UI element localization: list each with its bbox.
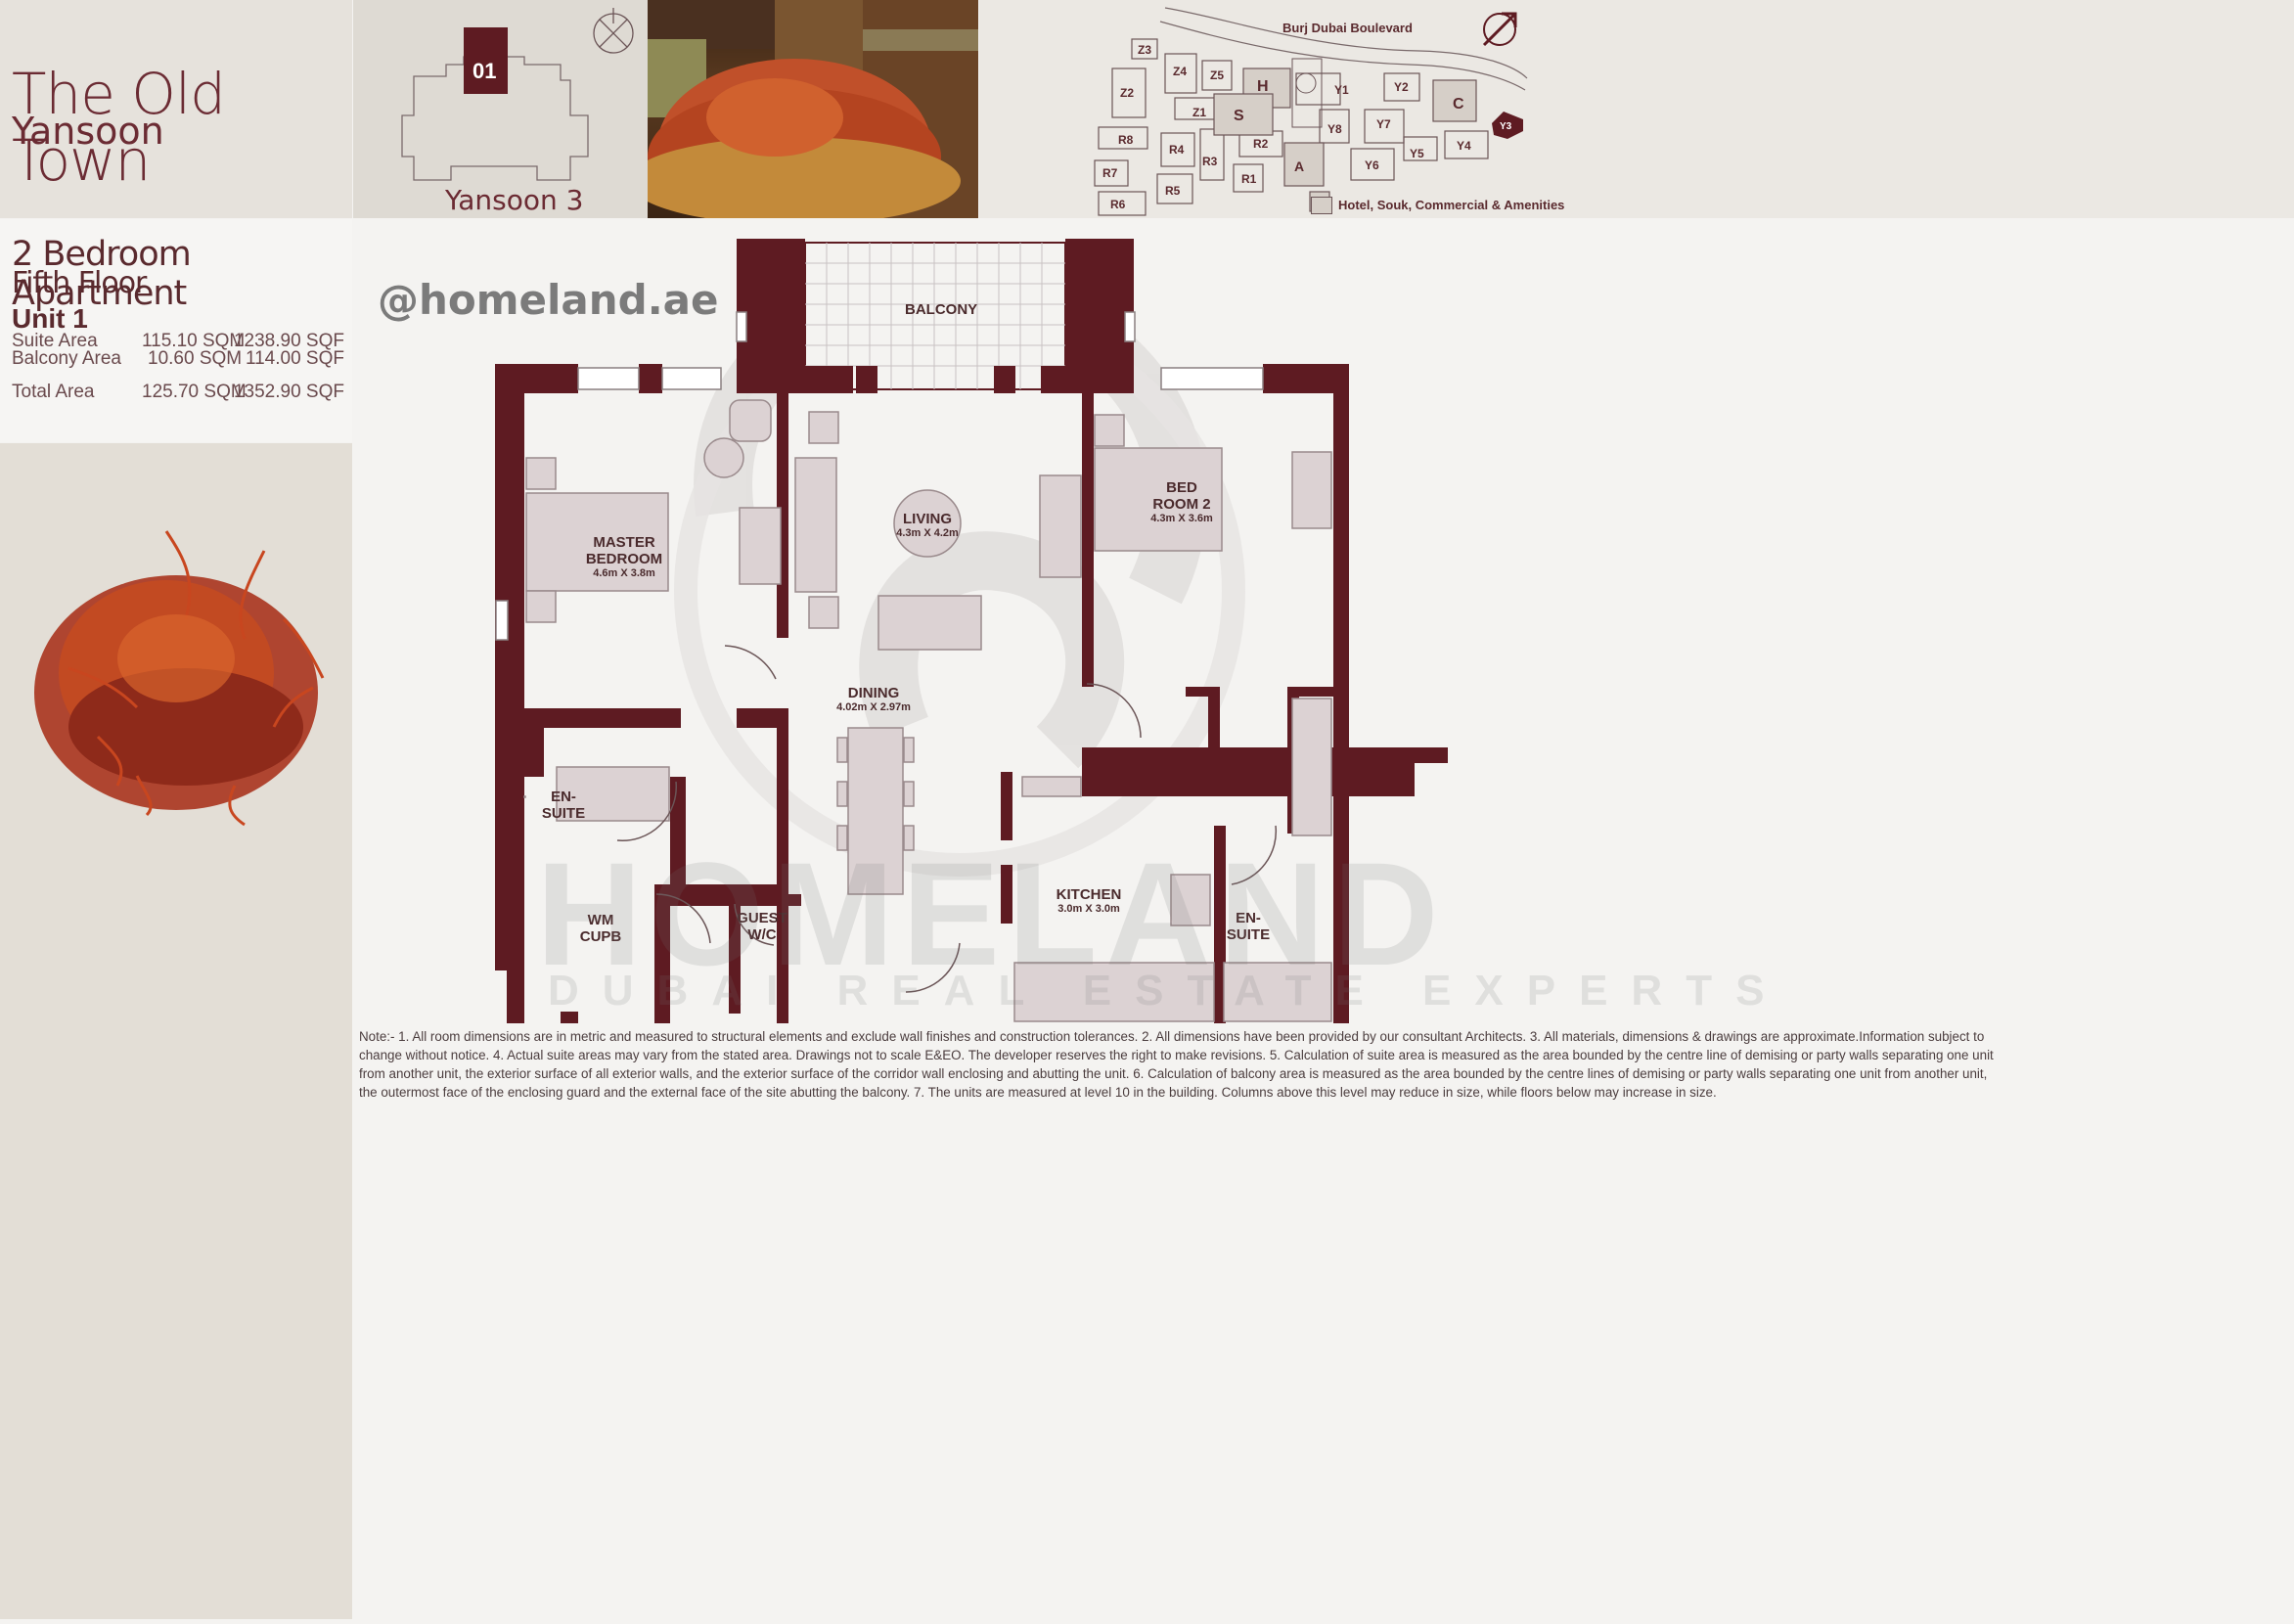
saffron-pile-panel bbox=[0, 443, 352, 1619]
room-size: 4.02m X 2.97m bbox=[836, 701, 911, 713]
note-line: from another unit, the exterior surface … bbox=[359, 1066, 1988, 1081]
block-label: Y7 bbox=[1376, 117, 1391, 131]
key-plan-drawing bbox=[401, 8, 634, 181]
watermark-tagline: DUBAI REAL ESTATE EXPERTS bbox=[548, 967, 1788, 1015]
block-label: Z4 bbox=[1173, 65, 1188, 78]
block-label: R7 bbox=[1102, 166, 1118, 180]
area-sqf: 114.00 SQF bbox=[245, 348, 344, 369]
unit-badge: 01 bbox=[472, 59, 497, 83]
site-map bbox=[1094, 7, 1528, 216]
legend-swatch bbox=[1311, 197, 1332, 214]
block-label: Y8 bbox=[1327, 122, 1342, 136]
room-labels: BALCONY MASTER BEDROOM 4.6m X 3.8m LIVIN… bbox=[353, 219, 2294, 1023]
ensuite-right-label: EN- SUITE bbox=[1222, 910, 1275, 943]
site-map-panel: Burj Dubai Boulevard Z3 Z4 Z5 H Y1 Y2 Z2… bbox=[979, 0, 2294, 218]
room-size: 4.3m X 3.6m bbox=[1150, 513, 1213, 524]
block-label: R3 bbox=[1202, 155, 1218, 168]
saffron-barrel-illustration bbox=[648, 0, 978, 218]
living-label: LIVING 4.3m X 4.2m bbox=[886, 511, 968, 539]
kitchen-label: KITCHEN 3.0m X 3.0m bbox=[1050, 886, 1128, 915]
floor-plan: BALCONY MASTER BEDROOM 4.6m X 3.8m LIVIN… bbox=[353, 219, 2294, 1237]
saffron-pile-illustration bbox=[34, 530, 325, 827]
area-sqm: 115.10 SQM bbox=[142, 331, 246, 351]
watermark-handle: @homeland.ae bbox=[378, 276, 719, 324]
road-label: Burj Dubai Boulevard bbox=[1282, 21, 1413, 35]
watermark-brand: HOMELAND bbox=[536, 832, 1447, 996]
block-label: Z1 bbox=[1192, 106, 1207, 119]
note-line: change without notice. 4. Actual suite a… bbox=[359, 1048, 1994, 1062]
room-name: BED bbox=[1166, 479, 1197, 496]
room-name: SUITE bbox=[541, 805, 586, 822]
block-label: H bbox=[1257, 78, 1269, 95]
project-title: The Old Town bbox=[12, 61, 226, 194]
room-size: 4.3m X 4.2m bbox=[896, 527, 959, 539]
room-name: GUEST bbox=[737, 910, 787, 926]
room-name: EN- bbox=[551, 789, 576, 805]
area-label: Suite Area bbox=[12, 331, 98, 351]
block-label: A bbox=[1294, 158, 1305, 174]
block-label: R2 bbox=[1253, 137, 1269, 151]
block-label: R5 bbox=[1165, 184, 1181, 198]
room-name: SUITE bbox=[1226, 926, 1271, 943]
site-blocks: Z3 Z4 Z5 H Y1 Y2 Z2 Z1 S C Y3 Y8 Y7 R8 R… bbox=[979, 0, 1531, 218]
block-label: Y6 bbox=[1365, 158, 1379, 172]
block-label: Y4 bbox=[1457, 139, 1471, 153]
building-name: Yansoon 3 bbox=[445, 184, 584, 216]
block-label: R6 bbox=[1110, 198, 1126, 211]
area-label: Balcony Area bbox=[12, 348, 121, 369]
guest-wc-label: GUEST W/C bbox=[733, 910, 791, 943]
balcony-label: BALCONY bbox=[905, 301, 978, 318]
notes: Note:- 1. All room dimensions are in met… bbox=[359, 1027, 2291, 1102]
area-label: Total Area bbox=[12, 382, 95, 402]
title-panel: The Old Town Yansoon bbox=[0, 0, 352, 218]
room-name: DINING bbox=[847, 685, 900, 701]
legend-text: Hotel, Souk, Commercial & Amenities bbox=[1338, 198, 1565, 212]
room-name: WM bbox=[587, 912, 614, 928]
block-label: C bbox=[1453, 96, 1464, 113]
block-label: Y2 bbox=[1394, 80, 1409, 94]
area-sqm: 10.60 SQM bbox=[148, 348, 243, 369]
block-label: Y5 bbox=[1410, 147, 1424, 160]
block-label: R4 bbox=[1169, 143, 1185, 157]
room-name: ROOM 2 bbox=[1152, 496, 1211, 513]
block-label: R1 bbox=[1241, 172, 1257, 186]
block-label: Z5 bbox=[1210, 68, 1225, 82]
note-line: Note:- 1. All room dimensions are in met… bbox=[359, 1029, 1985, 1044]
floor-plan-drawing bbox=[495, 239, 1448, 1237]
block-label: Z2 bbox=[1120, 86, 1135, 100]
room-size: 3.0m X 3.0m bbox=[1057, 903, 1120, 915]
room-name: BEDROOM bbox=[585, 551, 663, 567]
block-label: Y1 bbox=[1334, 83, 1349, 97]
block-label: S bbox=[1234, 108, 1244, 124]
bedroom-2-label: BED ROOM 2 4.3m X 3.6m bbox=[1138, 479, 1226, 524]
room-name: W/C bbox=[747, 926, 777, 943]
room-name: LIVING bbox=[902, 511, 952, 527]
details-panel: 2 Bedroom Apartment Fifth Floor Unit 1 S… bbox=[0, 219, 352, 442]
saffron-barrel-photo bbox=[648, 0, 978, 218]
master-bedroom-label: MASTER BEDROOM 4.6m X 3.8m bbox=[580, 534, 668, 579]
apartment-type: 2 Bedroom Apartment bbox=[12, 235, 192, 313]
wm-cupboard-label: WM CUPB bbox=[574, 912, 627, 945]
key-plan-panel: 01 Yansoon 3 bbox=[353, 0, 648, 218]
note-line: the outermost face of the enclosing guar… bbox=[359, 1085, 1717, 1100]
room-size: 4.6m X 3.8m bbox=[593, 567, 655, 579]
block-label: Z3 bbox=[1138, 43, 1152, 57]
area-sqf: 1352.90 SQF bbox=[233, 382, 344, 402]
room-name: MASTER bbox=[593, 534, 655, 551]
block-label: R8 bbox=[1118, 133, 1134, 147]
room-name: KITCHEN bbox=[1056, 886, 1122, 903]
block-label: Y3 bbox=[1500, 121, 1512, 132]
dining-label: DINING 4.02m X 2.97m bbox=[831, 685, 917, 713]
area-sqm: 125.70 SQM bbox=[142, 382, 247, 402]
area-sqf: 1238.90 SQF bbox=[233, 331, 344, 351]
unit-label: Unit 1 bbox=[12, 303, 88, 334]
floor-label: Fifth Floor bbox=[12, 266, 147, 300]
room-name: CUPB bbox=[579, 928, 622, 945]
project-subtitle: Yansoon bbox=[12, 110, 164, 153]
ensuite-left-label: EN- SUITE bbox=[537, 789, 590, 822]
room-name: EN- bbox=[1236, 910, 1261, 926]
